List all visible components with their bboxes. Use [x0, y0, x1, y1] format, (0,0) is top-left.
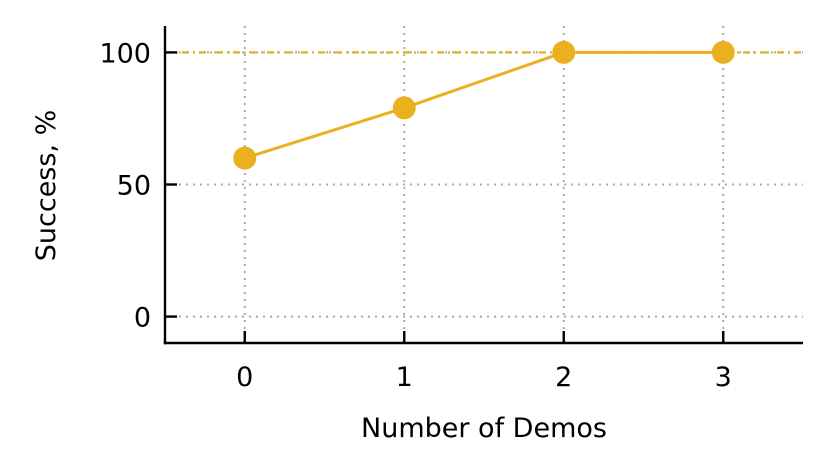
grid-lines — [165, 26, 803, 343]
x-tick-label: 0 — [236, 362, 253, 393]
y-axis-ticks: 0 50 100 — [99, 38, 177, 334]
series-line — [244, 50, 724, 160]
y-tick-label: 50 — [117, 171, 151, 202]
x-tick-label: 2 — [555, 362, 572, 393]
x-tick-label: 3 — [715, 362, 732, 393]
axes — [163, 26, 803, 345]
x-axis-label: Number of Demos — [361, 413, 607, 444]
data-series — [233, 40, 735, 170]
y-tick-label: 0 — [134, 303, 151, 334]
x-axis-ticks: 0 1 2 3 — [236, 331, 732, 393]
data-point — [711, 40, 735, 64]
y-axis-label: Success, % — [31, 110, 62, 262]
x-tick-label: 1 — [396, 362, 413, 393]
y-tick-label: 100 — [99, 38, 151, 69]
data-point — [552, 40, 576, 64]
data-point — [233, 146, 257, 170]
data-point — [392, 96, 416, 120]
